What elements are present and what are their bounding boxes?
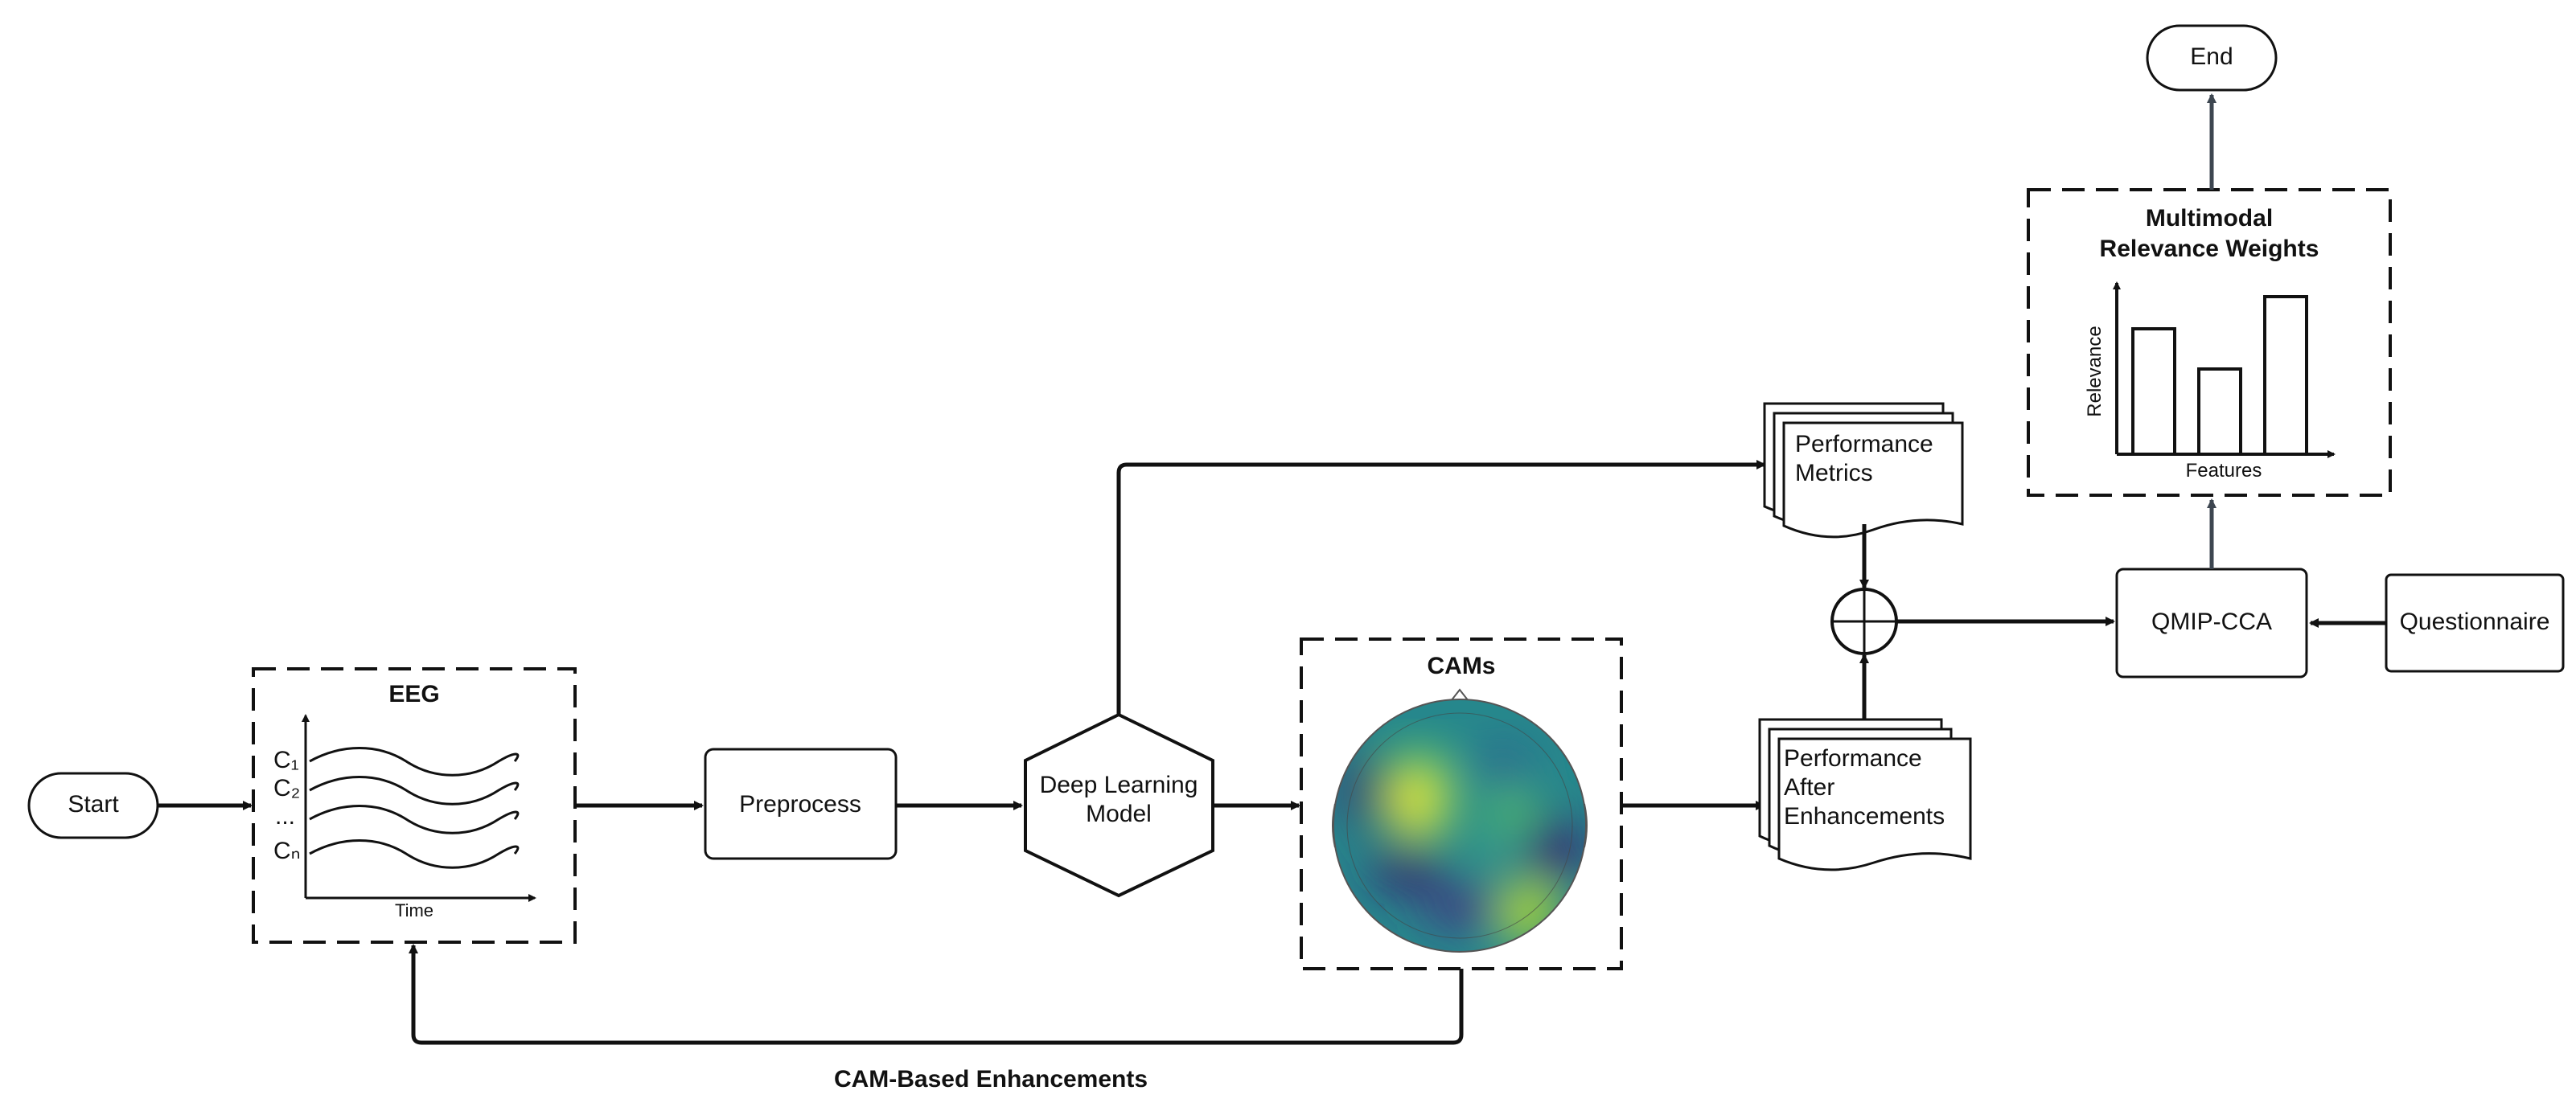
performance-metrics-node: Performance Metrics [1763, 402, 1964, 539]
qmip-label: QMIP-CCA [2151, 609, 2272, 635]
weights-y-label: Relevance [2084, 326, 2106, 416]
metrics-label-line2: Metrics [1795, 460, 1873, 486]
questionnaire-node: Questionnaire [2385, 573, 2565, 673]
after-label-line3: Enhancements [1784, 803, 1945, 830]
arrow-feedback [409, 944, 1464, 1045]
eeg-box: EEG Time C₁ C₂ ... Cₙ [252, 667, 577, 944]
weights-bars [2131, 295, 2308, 456]
feedback-label: CAM-Based Enhancements [834, 1066, 1148, 1093]
start-node: Start [27, 772, 159, 839]
performance-after-node: Performance After Enhancements [1758, 718, 1972, 871]
deep-learning-model-node: Deep Learning Model [1024, 712, 1214, 898]
relevance-weights-box: Multimodal Relevance Weights Relevance F… [2027, 188, 2392, 497]
eeg-channel-2: C₂ [273, 775, 300, 801]
eeg-time-label: Time [395, 900, 433, 920]
cams-box: CAMs [1300, 637, 1623, 970]
relevance-bar-2 [2197, 367, 2242, 456]
relevance-bar-1 [2131, 327, 2176, 456]
eeg-channel-dots: ... [275, 803, 295, 830]
preprocess-node: Preprocess [704, 748, 898, 860]
end-label: End [2190, 43, 2233, 70]
eeg-wave-3 [309, 805, 520, 834]
metrics-label-line1: Performance [1795, 431, 1933, 457]
start-label: Start [68, 791, 119, 818]
eeg-channel-n: Cₙ [273, 838, 301, 864]
eeg-channel-1: C₁ [273, 747, 299, 773]
eeg-title: EEG [388, 681, 439, 707]
questionnaire-label: Questionnaire [2400, 609, 2550, 635]
preprocess-label: Preprocess [739, 791, 861, 818]
qmip-cca-node: QMIP-CCA [2115, 568, 2308, 678]
model-label-line1: Deep Learning [1040, 772, 1198, 798]
eeg-wave-1 [309, 747, 520, 777]
cams-title: CAMs [1427, 653, 1495, 679]
weights-title-line1: Multimodal [2146, 205, 2273, 232]
eeg-wave-2 [309, 776, 520, 806]
summing-junction [1830, 588, 1898, 655]
after-label-line1: Performance [1784, 745, 1922, 772]
end-node: End [2146, 24, 2278, 92]
cam-topomap [1332, 688, 1588, 953]
weights-x-label: Features [2186, 460, 2262, 482]
relevance-bar-3 [2263, 295, 2308, 456]
arrow-model-metrics [1116, 460, 1766, 715]
weights-title-line2: Relevance Weights [2100, 236, 2319, 262]
eeg-wave-4 [309, 839, 520, 869]
after-label-line2: After [1784, 774, 1834, 801]
model-label-line2: Model [1086, 801, 1152, 827]
